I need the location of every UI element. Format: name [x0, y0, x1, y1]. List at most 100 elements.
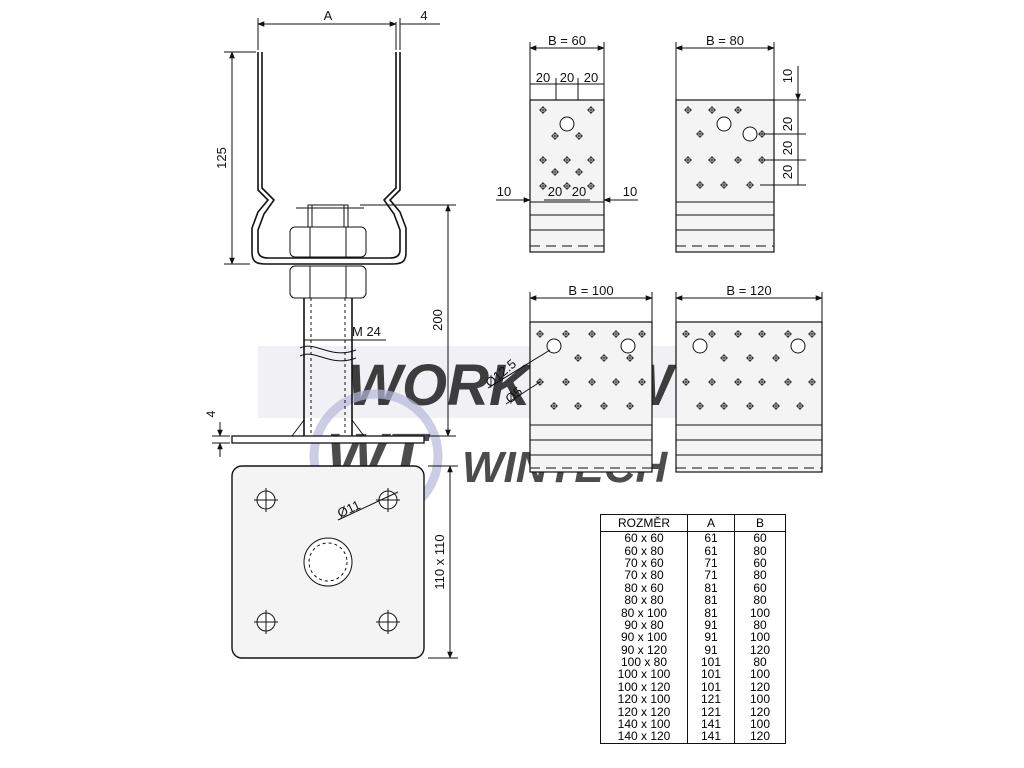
- cell-b: 100: [734, 606, 786, 619]
- cell-a: 91: [687, 644, 735, 656]
- cell-rozmer: 120 x 120: [600, 705, 688, 718]
- cell-a: 121: [687, 705, 735, 718]
- cell-rozmer: 90 x 100: [600, 631, 688, 644]
- cell-a: 141: [687, 730, 735, 744]
- label-b100: B = 100: [568, 283, 613, 298]
- cell-rozmer: 100 x 100: [600, 668, 688, 681]
- cell-rozmer: 100 x 80: [600, 656, 688, 669]
- cell-b: 100: [734, 668, 786, 681]
- label-b60: B = 60: [548, 33, 586, 48]
- dim-plate: 110 x 110: [432, 534, 447, 589]
- cell-a: 81: [687, 594, 735, 607]
- svg-text:20: 20: [536, 70, 550, 85]
- label-b80: B = 80: [706, 33, 744, 48]
- cell-a: 61: [687, 531, 735, 545]
- cell-rozmer: 80 x 100: [600, 606, 688, 619]
- view-b120: B = 120: [675, 283, 823, 473]
- svg-text:20: 20: [780, 117, 795, 131]
- cell-a: 71: [687, 569, 735, 582]
- cell-a: 91: [687, 619, 735, 632]
- cell-b: 100: [734, 718, 786, 731]
- cell-rozmer: 140 x 100: [600, 718, 688, 731]
- cell-b: 100: [734, 631, 786, 644]
- dim-top-thickness: 4: [420, 8, 427, 23]
- cell-a: 91: [687, 631, 735, 644]
- cell-a: 101: [687, 668, 735, 681]
- cell-a: 141: [687, 718, 735, 731]
- svg-text:20: 20: [572, 184, 586, 199]
- nail-hole-pattern: [682, 330, 816, 410]
- cell-b: 60: [734, 531, 786, 545]
- cell-b: 80: [734, 619, 786, 632]
- svg-text:20: 20: [548, 184, 562, 199]
- cell-b: 80: [734, 544, 786, 557]
- label-b120: B = 120: [726, 283, 771, 298]
- dim-125: 125: [214, 147, 229, 169]
- svg-text:10: 10: [497, 184, 511, 199]
- cell-rozmer: 70 x 60: [600, 557, 688, 570]
- cell-rozmer: 60 x 60: [600, 531, 688, 545]
- header-a: A: [687, 514, 735, 532]
- header-rozmer: ROZMĚR: [600, 514, 688, 532]
- dim-200: 200: [430, 309, 445, 331]
- cell-b: 80: [734, 594, 786, 607]
- cell-a: 101: [687, 681, 735, 694]
- svg-text:10: 10: [623, 184, 637, 199]
- cell-a: 121: [687, 693, 735, 706]
- cell-a: 71: [687, 557, 735, 570]
- cell-b: 120: [734, 730, 786, 744]
- cell-rozmer: 80 x 80: [600, 594, 688, 607]
- cell-b: 120: [734, 644, 786, 656]
- side-view: A 4 125 200 4 M 24: [204, 8, 456, 457]
- svg-text:20: 20: [780, 141, 795, 155]
- view-b80: B = 80 10 20 20 20: [675, 33, 806, 253]
- svg-text:10: 10: [780, 69, 795, 83]
- cell-rozmer: 90 x 120: [600, 644, 688, 656]
- cell-rozmer: 140 x 120: [600, 730, 688, 744]
- cell-rozmer: 100 x 120: [600, 681, 688, 694]
- view-b60: B = 60 20 20 20 10 10 20 20: [496, 33, 638, 253]
- cell-a: 81: [687, 582, 735, 594]
- cell-a: 101: [687, 656, 735, 669]
- nail-hole-pattern: [684, 106, 766, 189]
- cell-b: 120: [734, 681, 786, 694]
- cell-rozmer: 60 x 80: [600, 544, 688, 557]
- cell-b: 60: [734, 557, 786, 570]
- base-plate-view: Ø11 110 x 110: [231, 465, 458, 659]
- cell-rozmer: 120 x 100: [600, 693, 688, 706]
- cell-b: 60: [734, 582, 786, 594]
- svg-text:20: 20: [780, 165, 795, 179]
- cell-a: 61: [687, 544, 735, 557]
- nail-hole-pattern: [536, 330, 646, 410]
- plate-holes: [254, 488, 400, 634]
- cell-rozmer: 90 x 80: [600, 619, 688, 632]
- cell-b: 100: [734, 693, 786, 706]
- nail-hole-pattern: [539, 106, 595, 190]
- dim-base-thickness: 4: [204, 410, 218, 417]
- dim-m24: M 24: [352, 324, 381, 339]
- cell-b: 80: [734, 569, 786, 582]
- view-b100: B = 100 Ø12.5 Ø5: [482, 283, 653, 473]
- svg-text:20: 20: [584, 70, 598, 85]
- dim-a: A: [324, 8, 333, 23]
- cell-rozmer: 80 x 60: [600, 582, 688, 594]
- svg-text:20: 20: [560, 70, 574, 85]
